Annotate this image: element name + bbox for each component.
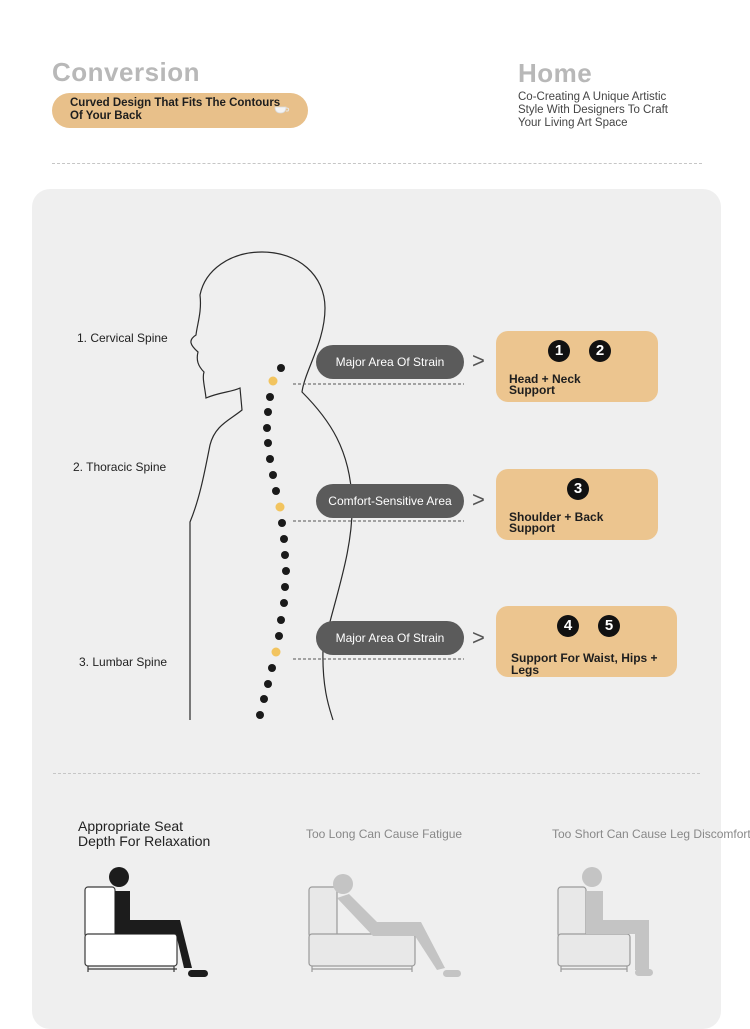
spine-vertebra bbox=[263, 424, 271, 432]
too-short-seat-figure bbox=[557, 867, 653, 976]
spine-vertebra bbox=[266, 393, 274, 401]
spine-vertebra bbox=[264, 680, 272, 688]
appropriate-seat-label: Appropriate Seat Depth For Relaxation bbox=[78, 819, 210, 849]
number-badge-2: 2 bbox=[589, 340, 611, 362]
header-divider bbox=[52, 163, 702, 164]
area-pill-thoracic: Comfort-Sensitive Area bbox=[316, 484, 464, 518]
spine-vertebra bbox=[278, 519, 286, 527]
lumbar-spine-label: 3. Lumbar Spine bbox=[79, 655, 168, 669]
home-desc-line3: Your Living Art Space bbox=[518, 117, 628, 129]
support-box-waist-hips-legs: 4 5 Support For Waist, Hips + Legs bbox=[496, 606, 677, 677]
thoracic-spine-label: 2. Thoracic Spine bbox=[73, 460, 167, 474]
spine-vertebra bbox=[260, 695, 268, 703]
spine-vertebra bbox=[282, 567, 290, 575]
coffee-cup-icon bbox=[274, 106, 290, 114]
chevron-right-icon: > bbox=[472, 625, 485, 650]
conversion-title: Conversion bbox=[52, 57, 201, 87]
spine-vertebra-highlight bbox=[275, 502, 285, 512]
support-text-line2: Support bbox=[509, 521, 555, 535]
spine-dots bbox=[256, 364, 290, 719]
curved-design-text-line1: Curved Design That Fits The Contours bbox=[70, 97, 281, 109]
spine-vertebra bbox=[281, 551, 289, 559]
too-long-seat-figure bbox=[308, 874, 461, 977]
support-box-shoulder-back: 3 Shoulder + Back Support bbox=[496, 469, 658, 540]
number-badge-1: 1 bbox=[548, 340, 570, 362]
appropriate-seat-line2: Depth For Relaxation bbox=[78, 833, 211, 849]
appropriate-seat-figure bbox=[84, 867, 208, 977]
spine-vertebra bbox=[277, 616, 285, 624]
spine-vertebra bbox=[269, 471, 277, 479]
spine-vertebra-highlight bbox=[268, 376, 278, 386]
spine-vertebra bbox=[266, 455, 274, 463]
spine-vertebra bbox=[264, 439, 272, 447]
section-divider bbox=[53, 773, 700, 774]
number-badge-4: 4 bbox=[557, 615, 579, 637]
support-text-line1: Shoulder + Back bbox=[509, 510, 604, 524]
number-badge-3: 3 bbox=[567, 478, 589, 500]
spine-vertebra bbox=[256, 711, 264, 719]
curved-design-pill: Curved Design That Fits The Contours Of … bbox=[52, 93, 308, 128]
home-desc-line2: Style With Designers To Craft bbox=[518, 104, 668, 116]
too-long-label: Too Long Can Cause Fatigue bbox=[306, 827, 463, 841]
support-box-head-neck: 1 2 Head + Neck Support bbox=[496, 331, 658, 402]
spine-vertebra bbox=[275, 632, 283, 640]
support-text-line1: Head + Neck bbox=[509, 372, 581, 386]
spine-vertebra bbox=[264, 408, 272, 416]
curved-design-text-line2: Of Your Back bbox=[70, 110, 142, 122]
spine-vertebra bbox=[280, 599, 288, 607]
support-text-line2: Support bbox=[509, 383, 555, 397]
home-title: Home bbox=[518, 58, 593, 88]
connector-lines bbox=[293, 383, 464, 660]
appropriate-seat-line1: Appropriate Seat bbox=[78, 818, 184, 834]
too-short-label: Too Short Can Cause Leg Discomfort bbox=[552, 827, 750, 841]
spine-vertebra-highlight bbox=[271, 647, 281, 657]
chevron-right-icon: > bbox=[472, 487, 485, 512]
area-pill-cervical: Major Area Of Strain bbox=[316, 345, 464, 379]
chevron-right-icon: > bbox=[472, 348, 485, 373]
support-text-line1: Support For Waist, Hips + Legs bbox=[511, 651, 658, 677]
spine-vertebra bbox=[268, 664, 276, 672]
home-desc-line1: Co-Creating A Unique Artistic bbox=[518, 91, 667, 103]
cervical-spine-label: 1. Cervical Spine bbox=[77, 331, 168, 345]
home-description: Co-Creating A Unique Artistic Style With… bbox=[518, 91, 668, 130]
spine-vertebra bbox=[280, 535, 288, 543]
area-pill-lumbar: Major Area Of Strain bbox=[316, 621, 464, 655]
spine-vertebra bbox=[277, 364, 285, 372]
number-badge-5: 5 bbox=[598, 615, 620, 637]
spine-vertebra bbox=[281, 583, 289, 591]
spine-vertebra bbox=[272, 487, 280, 495]
